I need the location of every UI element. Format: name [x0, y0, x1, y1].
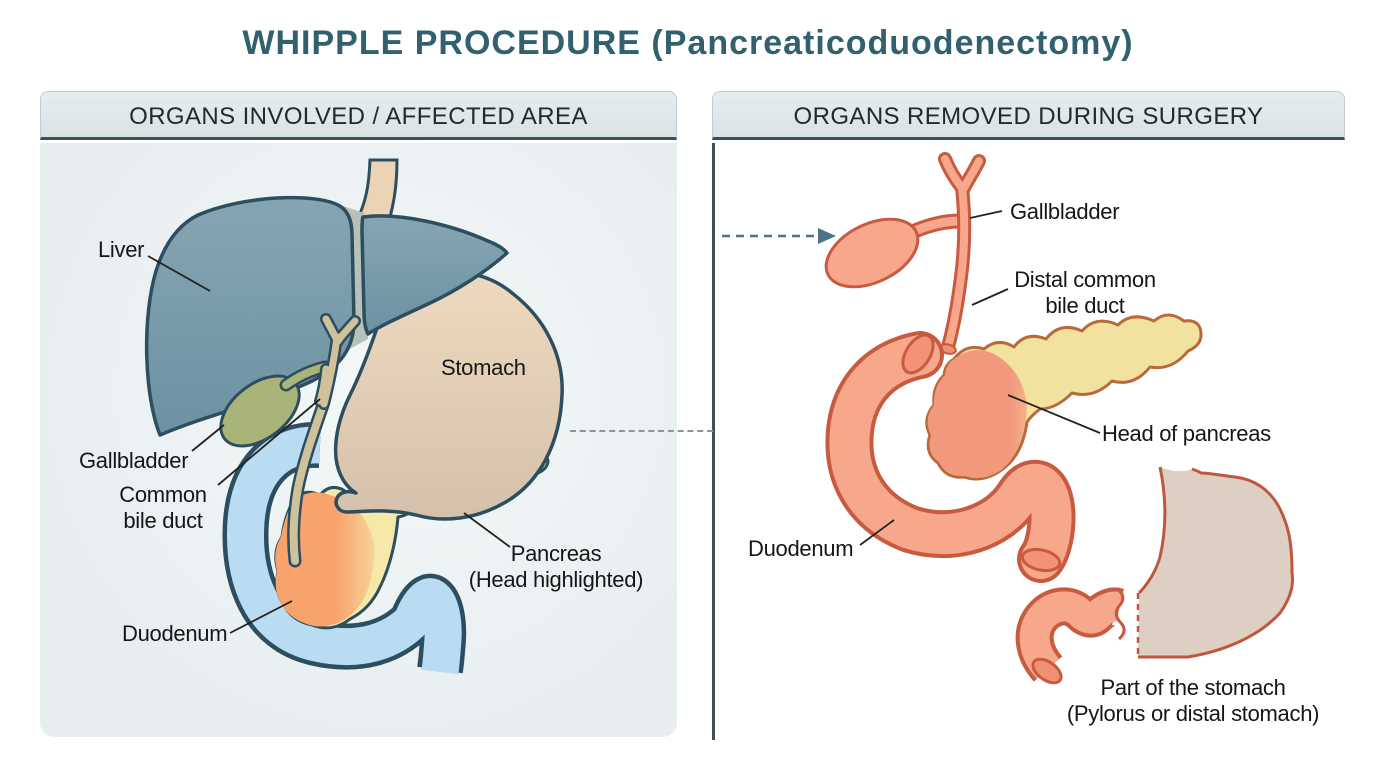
- right-leader-lines: [859, 210, 1101, 546]
- label-distal-common-bile-duct: Distal common bile duct: [1014, 267, 1156, 318]
- left-panel-header: ORGANS INVOLVED / AFFECTED AREA: [40, 91, 677, 140]
- panel-connector-dashed-line: [570, 430, 713, 432]
- removed-pancreas-shape: [925, 313, 1203, 481]
- label-stomach: Stomach: [441, 355, 526, 380]
- panel-divider: [712, 143, 715, 740]
- left-leader-lines: [147, 255, 511, 634]
- stomach-shape: [333, 269, 564, 521]
- label-duodenum-right: Duodenum: [748, 536, 854, 561]
- label-duodenum-left: Duodenum: [122, 621, 228, 646]
- label-head-of-pancreas: Head of pancreas: [1102, 421, 1271, 446]
- removed-duodenum-shape: [825, 331, 1076, 583]
- removed-pancreas-head: [927, 350, 1027, 479]
- right-panel-header: ORGANS REMOVED DURING SURGERY: [712, 91, 1345, 140]
- label-liver: Liver: [98, 237, 145, 262]
- label-pancreas: Pancreas (Head highlighted): [468, 541, 644, 592]
- common-bile-duct-lower-shape: [287, 398, 330, 568]
- label-part-of-stomach: Part of the stomach (Pylorus or distal s…: [1066, 675, 1320, 726]
- bile-duct-upper-shape: [314, 313, 361, 410]
- liver-shape: [144, 195, 509, 437]
- removed-bile-duct-shape: [938, 152, 986, 355]
- pylorus-stub-shape: [1015, 587, 1126, 685]
- transfer-arrow-icon: [722, 228, 836, 244]
- removed-gallbladder-shape: [824, 213, 968, 289]
- duodenum-shape: [222, 421, 467, 675]
- label-common-bile-duct: Common bile duct: [119, 482, 207, 533]
- organs-removed-illustration: [722, 152, 1294, 685]
- page-title: WHIPPLE PROCEDURE (Pancreaticoduodenecto…: [242, 24, 1134, 62]
- organs-involved-illustration: [144, 158, 564, 675]
- stomach-remnant-shape: [1136, 466, 1294, 659]
- label-gallbladder-right: Gallbladder: [1010, 199, 1120, 224]
- label-gallbladder-left: Gallbladder: [79, 448, 189, 473]
